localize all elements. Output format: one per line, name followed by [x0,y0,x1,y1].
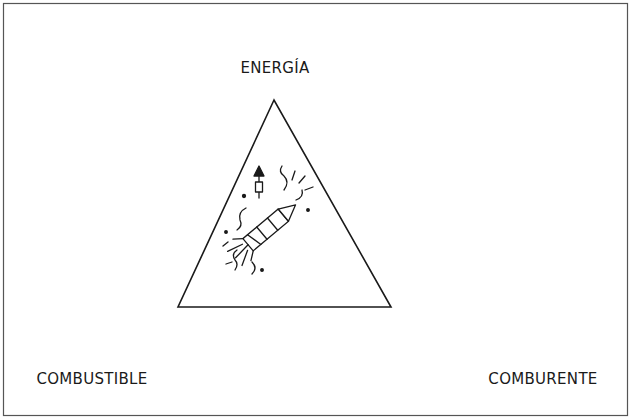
triangle [178,100,391,307]
rocket-illustration [223,166,313,274]
oxidizer-label: COMBURENTE [488,370,597,388]
energy-label: ENERGÍA [240,59,309,77]
fuel-label: COMBUSTIBLE [36,370,147,388]
frame [4,4,628,416]
